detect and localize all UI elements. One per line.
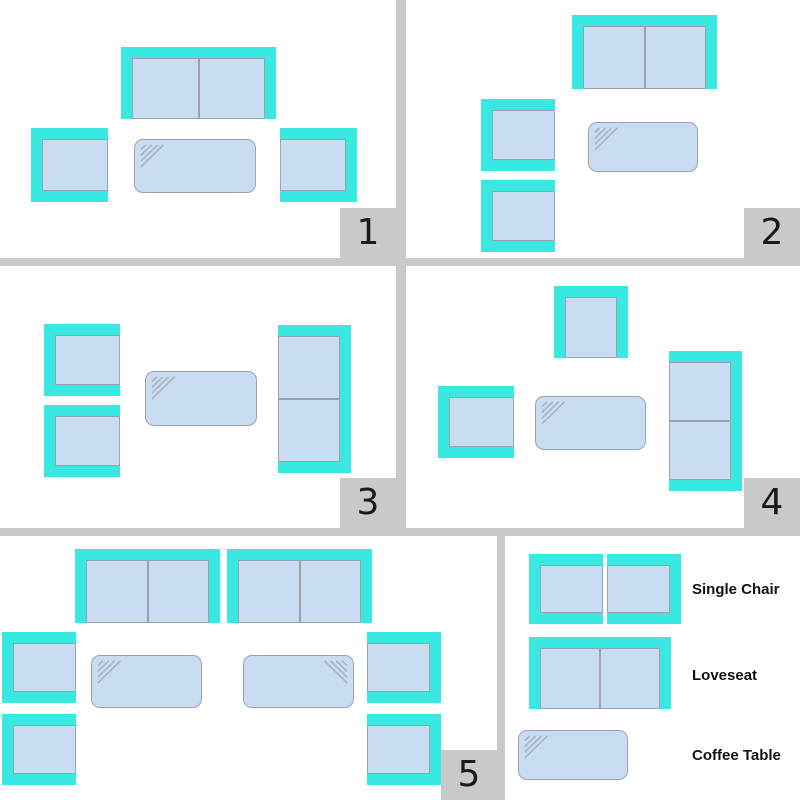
chair-top[interactable]: [554, 286, 628, 358]
coffee-table-center-hatch-icon: [140, 144, 165, 168]
coffee-table-center[interactable]: [535, 396, 646, 450]
loveseat-right-cushion-1: [278, 336, 340, 399]
legend-loveseat-cushion-1: [540, 648, 600, 709]
chair-right-lower[interactable]: [367, 714, 441, 785]
loveseat-top-right[interactable]: [227, 549, 372, 623]
loveseat-top-right-cushion-2: [300, 560, 361, 623]
coffee-table-center-hatch-icon: [541, 401, 566, 425]
legend-coffee-table[interactable]: [518, 730, 628, 780]
loveseat-top-left[interactable]: [75, 549, 220, 623]
chair-left-upper-cushion: [13, 643, 76, 692]
chair-right-upper-cushion: [367, 643, 430, 692]
chair-left-lower-cushion: [13, 725, 76, 774]
coffee-table-right-hatch-icon: [323, 660, 348, 684]
legend-chair-left[interactable]: [529, 554, 603, 624]
loveseat-top-cushion-2: [199, 58, 265, 119]
legend-loveseat-cushion-2: [600, 648, 660, 709]
chair-left-cushion: [42, 139, 108, 191]
coffee-table-center[interactable]: [145, 371, 257, 426]
loveseat-top-cushion-1: [132, 58, 199, 119]
legend-chair-right-cushion: [607, 565, 670, 613]
legend-chair-right[interactable]: [607, 554, 681, 624]
panel-3-number-badge: 3: [340, 478, 396, 528]
chair-lower-left[interactable]: [44, 405, 120, 477]
loveseat-right-cushion-2: [278, 399, 340, 462]
chair-left-cushion: [449, 397, 514, 447]
chair-top-cushion: [565, 297, 617, 358]
chair-right-upper[interactable]: [367, 632, 441, 703]
coffee-table-right[interactable]: [243, 655, 354, 708]
chair-upper-left[interactable]: [481, 99, 555, 171]
coffee-table-center-hatch-icon: [151, 376, 176, 400]
legend-coffee-table-hatch-icon: [524, 735, 549, 759]
chair-lower-left-cushion: [55, 416, 120, 466]
chair-left-lower[interactable]: [2, 714, 76, 785]
panel-5-number-badge: 5: [441, 750, 497, 800]
loveseat-top[interactable]: [572, 15, 717, 89]
panel-1-number-badge: 1: [340, 208, 396, 258]
loveseat-right-cushion-2: [669, 421, 731, 480]
legend-label-single-chair: Single Chair: [692, 581, 780, 598]
chair-right-lower-cushion: [367, 725, 430, 774]
legend-loveseat[interactable]: [529, 637, 671, 709]
coffee-table-left[interactable]: [91, 655, 202, 708]
loveseat-top-cushion-1: [583, 26, 645, 89]
chair-upper-left[interactable]: [44, 324, 120, 396]
chair-left[interactable]: [31, 128, 108, 202]
coffee-table-center[interactable]: [588, 122, 698, 172]
loveseat-top-left-cushion-1: [86, 560, 148, 623]
chair-left-upper[interactable]: [2, 632, 76, 703]
panel-2-number-badge: 2: [744, 208, 800, 258]
loveseat-top-left-cushion-2: [148, 560, 209, 623]
chair-lower-left-cushion: [492, 191, 555, 241]
chair-right[interactable]: [280, 128, 357, 202]
loveseat-top[interactable]: [121, 47, 276, 119]
loveseat-right[interactable]: [278, 325, 351, 473]
panel-4-number-badge: 4: [744, 478, 800, 528]
loveseat-top-cushion-2: [645, 26, 706, 89]
legend-label-coffee-table: Coffee Table: [692, 747, 781, 764]
coffee-table-center[interactable]: [134, 139, 256, 193]
coffee-table-left-hatch-icon: [97, 660, 122, 684]
chair-upper-left-cushion: [55, 335, 120, 385]
loveseat-top-right-cushion-1: [238, 560, 300, 623]
chair-lower-left[interactable]: [481, 180, 555, 252]
chair-left[interactable]: [438, 386, 514, 458]
chair-right-cushion: [280, 139, 346, 191]
loveseat-right[interactable]: [669, 351, 742, 491]
legend-chair-left-cushion: [540, 565, 603, 613]
coffee-table-center-hatch-icon: [594, 127, 619, 151]
loveseat-right-cushion-1: [669, 362, 731, 421]
legend-label-loveseat: Loveseat: [692, 667, 758, 684]
chair-upper-left-cushion: [492, 110, 555, 160]
